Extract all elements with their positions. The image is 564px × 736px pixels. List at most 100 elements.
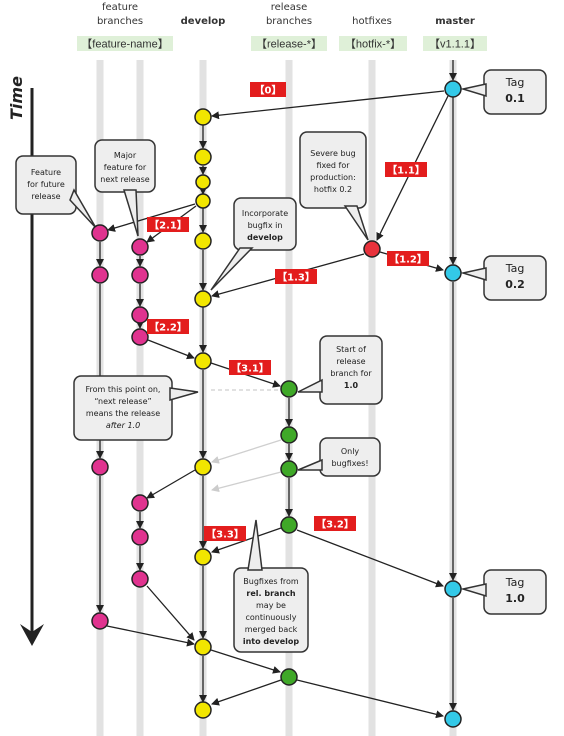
- develop-commit: [194, 638, 212, 656]
- hotfix-label: 【hotfix-*】: [345, 38, 401, 51]
- note-bugfixes-merged: Bugfixes from rel. branch may be continu…: [233, 519, 309, 653]
- step-badges: 【0】 【1.1】 【1.2】 【1.3】 【2.1】 【2.2】 【3.1】: [147, 82, 429, 541]
- hotfix-label-bg: [339, 36, 407, 51]
- svg-text:hotfix 0.2: hotfix 0.2: [314, 185, 352, 194]
- feature-commit: [131, 570, 149, 588]
- svg-text:fixed for: fixed for: [316, 161, 350, 170]
- note-severe-bug: Severe bug fixed for production: hotfix …: [299, 131, 369, 241]
- svg-text:Only: Only: [341, 447, 360, 456]
- develop-to-feature3-arrow: [146, 469, 196, 499]
- tag-0-2: Tag 0.2: [460, 255, 547, 301]
- step-badge: 【3.1】: [229, 360, 271, 375]
- release-label: 【release-*】: [256, 38, 322, 51]
- svg-text:【2.2】: 【2.2】: [149, 321, 187, 334]
- feature-commit: [131, 238, 149, 256]
- svg-text:may be: may be: [256, 601, 286, 610]
- feature3-to-develop-arrow: [146, 585, 195, 641]
- svg-text:0.1: 0.1: [505, 92, 525, 105]
- feature-header-line1: feature: [102, 2, 138, 13]
- step-badge: 【3.3】: [204, 526, 246, 541]
- release-commit: [280, 380, 298, 398]
- svg-text:Major: Major: [114, 151, 137, 160]
- develop-commit: [195, 174, 211, 190]
- hotfix-header: hotfixes: [352, 16, 392, 27]
- master-commit: [444, 80, 462, 98]
- feature-commit: [91, 458, 109, 476]
- svg-text:production:: production:: [310, 173, 356, 182]
- release2-to-master-arrow: [296, 679, 444, 719]
- svg-text:means the release: means the release: [86, 409, 160, 418]
- release-header-line1: release: [271, 2, 307, 13]
- svg-text:bugfix in: bugfix in: [248, 221, 283, 230]
- feature1-to-develop-arrow: [106, 625, 195, 647]
- feature2-to-develop-arrow: [147, 339, 195, 360]
- svg-text:next release: next release: [100, 175, 150, 184]
- step-badge: 【2.1】: [147, 217, 189, 232]
- master-header: master: [435, 16, 475, 27]
- note-only-bugfixes: Only bugfixes!: [297, 437, 381, 477]
- develop-commit: [194, 548, 212, 566]
- svg-text:【3.2】: 【3.2】: [316, 518, 354, 531]
- svg-text:Severe bug: Severe bug: [310, 149, 355, 158]
- feature-header-line2: branches: [97, 16, 143, 27]
- note-incorporate: Incorporate bugfix in develop: [210, 197, 297, 291]
- svg-text:release: release: [336, 357, 365, 366]
- note-start-release: Start of release branch for 1.0: [297, 335, 383, 405]
- svg-text:branch for: branch for: [330, 369, 372, 378]
- svg-text:【3.1】: 【3.1】: [231, 362, 269, 375]
- develop-to-release2-arrow: [210, 649, 281, 674]
- note-next-release: From this point on, “next release” means…: [73, 375, 199, 441]
- svg-text:Incorporate: Incorporate: [242, 209, 288, 218]
- release-header-line2: branches: [266, 16, 312, 27]
- feature-label: 【feature-name】: [81, 38, 168, 51]
- faded-merge-1: [211, 439, 282, 464]
- feature-commit: [131, 306, 149, 324]
- svg-text:【1.3】: 【1.3】: [277, 271, 315, 284]
- feature-commit: [131, 528, 149, 546]
- svg-text:bugfixes!: bugfixes!: [331, 459, 368, 468]
- svg-text:Tag: Tag: [505, 76, 525, 89]
- release-commit: [280, 460, 298, 478]
- master-commit: [444, 264, 462, 282]
- release-commit: [280, 426, 298, 444]
- svg-text:merged back: merged back: [245, 625, 298, 634]
- step-badge: 【3.2】: [314, 516, 356, 531]
- commits: [91, 80, 462, 728]
- svg-text:rel. branch: rel. branch: [246, 589, 295, 598]
- release-to-master-arrow: [296, 529, 444, 588]
- svg-text:1.0: 1.0: [505, 592, 525, 605]
- step-badge: 【1.1】: [385, 162, 427, 177]
- tags: Tag 0.1 Tag 0.2 Tag 1.0: [460, 69, 547, 615]
- develop-commit: [194, 701, 212, 719]
- svg-text:Start of: Start of: [336, 345, 366, 354]
- step-badge: 【1.2】: [387, 251, 429, 266]
- tag-1-0: Tag 1.0: [460, 569, 547, 615]
- svg-text:【1.1】: 【1.1】: [387, 164, 425, 177]
- svg-text:“next release”: “next release”: [94, 397, 151, 406]
- svg-text:Tag: Tag: [505, 576, 525, 589]
- master-commit: [444, 710, 462, 728]
- tag-0-1: Tag 0.1: [460, 69, 547, 115]
- develop-commit: [195, 193, 211, 209]
- svg-text:continuously: continuously: [246, 613, 297, 622]
- feature-commit: [91, 612, 109, 630]
- release-to-develop-arrow: [211, 527, 282, 554]
- note-major-feature: Major feature for next release: [94, 139, 156, 237]
- svg-text:0.2: 0.2: [505, 278, 525, 291]
- svg-text:Tag: Tag: [505, 262, 525, 275]
- svg-text:after 1.0: after 1.0: [106, 421, 140, 430]
- develop-commit: [194, 290, 212, 308]
- master-commit: [444, 580, 462, 598]
- svg-text:Feature: Feature: [31, 168, 61, 177]
- svg-text:【3.3】: 【3.3】: [206, 528, 244, 541]
- svg-text:【0】: 【0】: [255, 84, 282, 97]
- faded-merge-2: [211, 471, 282, 493]
- develop-commit: [194, 148, 212, 166]
- hotfix-commit: [363, 240, 381, 258]
- svg-text:【1.2】: 【1.2】: [389, 253, 427, 266]
- step-badge: 【0】: [250, 82, 286, 97]
- svg-text:develop: develop: [247, 233, 283, 242]
- step-badge: 【1.3】: [275, 269, 317, 284]
- feature-commit: [131, 494, 149, 512]
